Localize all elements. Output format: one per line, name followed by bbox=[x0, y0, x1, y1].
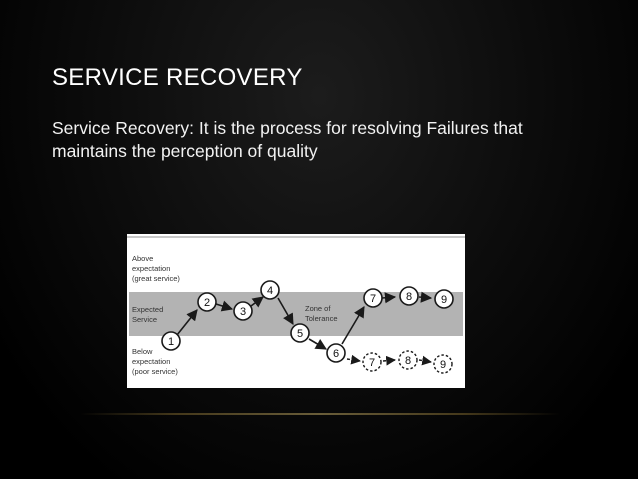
failure-node-7-label: 7 bbox=[369, 357, 375, 369]
node-6-circle bbox=[326, 343, 346, 363]
failure-node-8-circle bbox=[398, 350, 418, 370]
arrow-2-to-3 bbox=[215, 300, 234, 312]
zone-below-line-1: Below bbox=[132, 347, 153, 356]
failure-node-8-label: 8 bbox=[405, 355, 411, 367]
dashed-arrow-7-to-8 bbox=[382, 355, 396, 366]
service-recovery-diagram: Above expectation (great service) Expect… bbox=[127, 234, 465, 388]
slide-title: SERVICE RECOVERY bbox=[52, 64, 303, 91]
arrow-6-to-7 bbox=[341, 306, 365, 345]
node-5-label: 5 bbox=[297, 328, 303, 340]
arrow-8-to-9 bbox=[418, 291, 433, 303]
node-4-circle bbox=[260, 280, 280, 300]
zone-expected-line-2: Service bbox=[132, 315, 157, 324]
zone-tolerance-line-2: Tolerance bbox=[305, 314, 338, 323]
arrow-5-to-6 bbox=[308, 338, 327, 350]
node-8-circle bbox=[399, 286, 419, 306]
diagram-canvas: Above expectation (great service) Expect… bbox=[127, 234, 465, 388]
node-8-label: 8 bbox=[406, 291, 412, 303]
slide-body-text: Service Recovery: It is the process for … bbox=[52, 118, 523, 161]
arrow-7-to-8 bbox=[381, 292, 397, 304]
zone-below-line-2: expectation bbox=[132, 357, 170, 366]
node-9-circle bbox=[434, 289, 454, 309]
dashed-arrow-6-to-7 bbox=[346, 354, 361, 365]
node-4-label: 4 bbox=[267, 285, 273, 297]
arrow-4-to-5 bbox=[277, 297, 294, 325]
failure-node-7-circle bbox=[362, 352, 382, 372]
zone-expected-line-1: Expected bbox=[132, 305, 163, 314]
dashed-arrow-8-to-9 bbox=[418, 355, 432, 366]
node-9-label: 9 bbox=[441, 294, 447, 306]
zone-above-line-2: expectation bbox=[132, 264, 170, 273]
node-1-circle bbox=[161, 331, 181, 351]
zone-below-line-3: (poor service) bbox=[132, 367, 178, 376]
node-6-label: 6 bbox=[333, 348, 339, 360]
node-5-circle bbox=[290, 323, 310, 343]
diagram-top-rule bbox=[127, 236, 465, 238]
arrow-1-to-2 bbox=[176, 309, 198, 336]
zone-above-line-3: (great service) bbox=[132, 274, 180, 283]
failure-node-9-circle bbox=[433, 354, 453, 374]
node-7-label: 7 bbox=[370, 293, 376, 305]
zone-tolerance-line-1: Zone of bbox=[305, 304, 331, 313]
failure-node-9-label: 9 bbox=[440, 359, 446, 371]
node-2-circle bbox=[197, 292, 217, 312]
node-7-circle bbox=[363, 288, 383, 308]
zone-above-line-1: Above bbox=[132, 254, 153, 263]
slide-floor-reflection bbox=[80, 413, 560, 415]
node-2-label: 2 bbox=[204, 297, 210, 309]
node-3-circle bbox=[233, 301, 253, 321]
arrow-3-to-4 bbox=[250, 296, 264, 308]
node-3-label: 3 bbox=[240, 306, 246, 318]
node-1-label: 1 bbox=[168, 336, 174, 348]
